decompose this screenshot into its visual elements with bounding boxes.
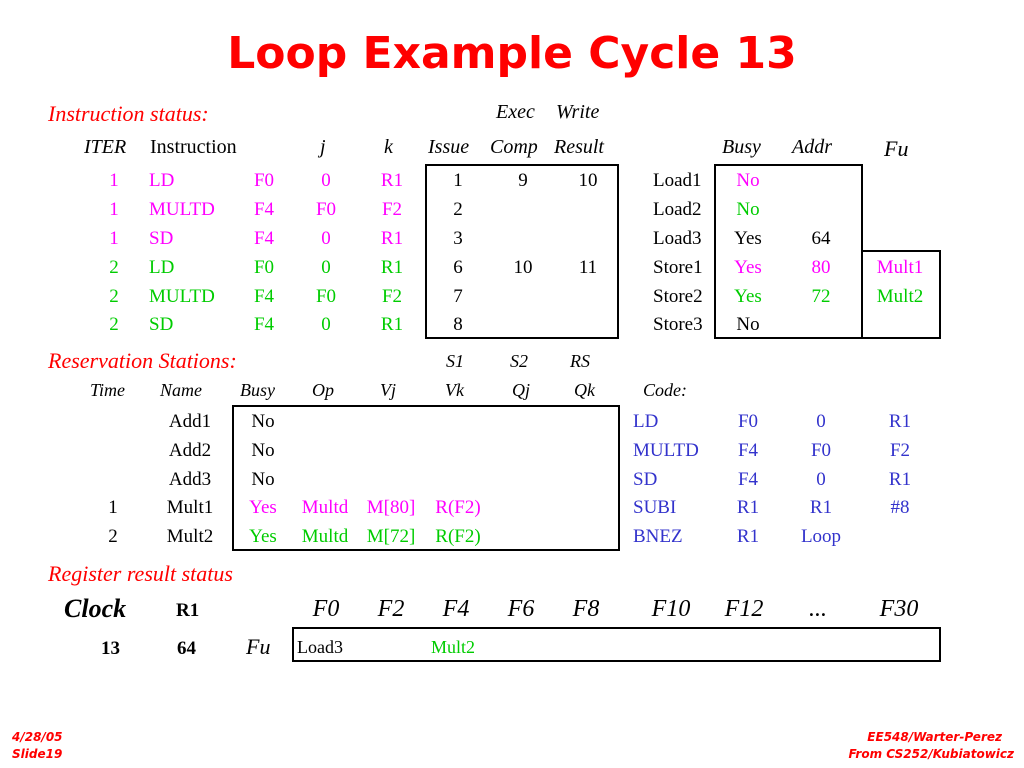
issue-header: Issue: [428, 136, 470, 158]
s1-over-header: S1: [446, 351, 464, 371]
s2-over-header: S2: [510, 351, 528, 371]
vj-header: Vj: [380, 380, 396, 400]
j-header: j: [320, 136, 326, 158]
footer-date: 4/28/05: [12, 730, 63, 744]
register-status-label: Register result status: [48, 561, 233, 586]
slide-title: Loop Example Cycle 13: [227, 28, 797, 79]
code-label: Code:: [643, 380, 687, 400]
exec-over-header: Exec: [496, 101, 535, 123]
addr-header: Addr: [792, 136, 832, 158]
instruction-status-box: [425, 164, 619, 339]
footer-slide-number: Slide19: [12, 747, 63, 761]
register-name: F2: [377, 596, 405, 622]
clock-value: 13: [101, 638, 120, 659]
clock-label: Clock: [64, 594, 127, 623]
op-header: Op: [312, 380, 334, 400]
rs-over-header: RS: [570, 351, 590, 371]
footer-course: EE548/Warter-Perez: [867, 730, 1002, 744]
fu-header: Fu: [884, 136, 909, 161]
r1-value: 64: [177, 638, 196, 659]
register-name: F12: [724, 596, 764, 622]
register-name: F8: [572, 596, 600, 622]
iter-header: ITER: [84, 136, 127, 158]
write-over-header: Write: [556, 101, 600, 123]
fu-value: Mult2: [431, 637, 476, 657]
time-header: Time: [90, 380, 126, 400]
register-name: F6: [507, 596, 535, 622]
register-name: F4: [442, 596, 470, 622]
register-fu-box: [292, 627, 941, 662]
r1-label: R1: [176, 600, 200, 621]
instruction-status-label: Instruction status:: [48, 101, 209, 126]
reservation-stations-box: [232, 405, 620, 551]
name-header: Name: [160, 380, 202, 400]
register-name: F30: [879, 596, 919, 622]
busy-header: Busy: [722, 136, 761, 158]
vk-header: Vk: [445, 380, 464, 400]
register-name: F10: [651, 596, 691, 622]
comp-header: Comp: [490, 136, 538, 158]
fu-value: Load3: [297, 637, 343, 657]
k-header: k: [384, 136, 393, 158]
qj-header: Qj: [512, 380, 530, 400]
qk-header: Qk: [574, 380, 595, 400]
store-fu-box: [861, 250, 941, 339]
footer-source: From CS252/Kubiatowicz: [848, 747, 1014, 761]
register-name: F0: [312, 596, 340, 622]
instruction-header: Instruction: [150, 136, 237, 158]
reservation-stations-label: Reservation Stations:: [48, 348, 237, 373]
rs-busy-header: Busy: [240, 380, 275, 400]
result-header: Result: [554, 136, 604, 158]
register-name: ...: [809, 596, 827, 622]
fu-row-label: Fu: [246, 634, 271, 659]
